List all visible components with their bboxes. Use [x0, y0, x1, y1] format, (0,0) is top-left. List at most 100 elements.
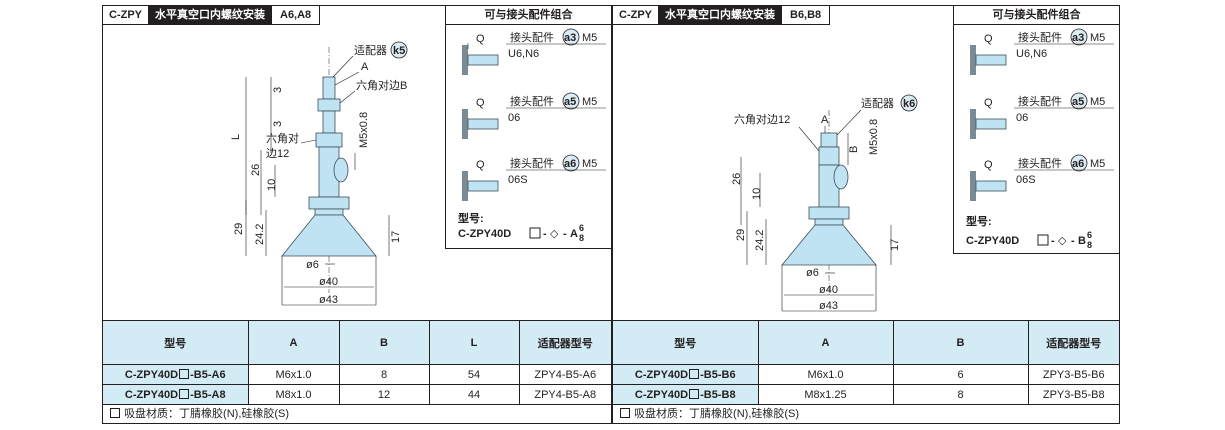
- hex12-line1: 六角对: [266, 131, 299, 145]
- b-cell: 6: [893, 364, 1029, 385]
- adapter-code: k5: [393, 45, 405, 57]
- dim-26: 26: [731, 173, 743, 185]
- model-cell: C-ZPY40D-B5-A8: [103, 384, 249, 405]
- hex-12: [315, 132, 343, 148]
- collar: [308, 196, 350, 210]
- combo-title: 可与接头配件组合: [954, 6, 1119, 25]
- mounting-type: 水平真空口内螺纹安装: [148, 6, 272, 24]
- l-cell: 44: [429, 384, 520, 405]
- model-dash-2: -: [1071, 235, 1075, 247]
- fitting-combination-box: 可与接头配件组合 Q 接头配件 a3 M5 U6,N6 Q 接头配件 a5 M: [953, 6, 1119, 254]
- drawing-svg: 适配器 k6 六角对边12 A B M5x0.8 26 10 29 24.2 1…: [731, 94, 918, 312]
- q-label: Q: [984, 33, 993, 45]
- diamond-icon: ◇: [550, 228, 559, 240]
- adapter-cell: ZPY3-B5-B6: [1028, 364, 1119, 385]
- fitting-code-badge: [1070, 92, 1088, 110]
- catalog-panel-a6-a8: C-ZPY 水平真空口内螺纹安装 A6,A8 适配器: [102, 5, 612, 424]
- adapter-cell: ZPY4-B5-A6: [519, 364, 611, 385]
- fitting-code-badge: [562, 28, 580, 46]
- adapter-leader: [332, 55, 354, 78]
- fitting-label: 接头配件: [1018, 95, 1062, 108]
- fitting-a6: Q 接头配件 a6 M5 06S: [462, 154, 606, 201]
- dim-d6: ø6: [306, 259, 319, 271]
- hex12-leader: [300, 139, 317, 144]
- fitting-thread: M5: [1090, 32, 1105, 44]
- dim-3b: 3: [272, 121, 284, 127]
- fitting-label: 接头配件: [510, 157, 554, 170]
- panel-title-bar: C-ZPY 水平真空口内螺纹安装 A6,A8: [103, 6, 321, 25]
- a-cell: M8x1.25: [758, 384, 894, 405]
- fitting-body: [462, 45, 468, 75]
- fitting-code-badge: [1070, 28, 1088, 46]
- table-row: C-ZPY40D-B5-A8 M8x1.0 12 44 ZPY4-B5-A8: [103, 384, 611, 405]
- fitting-code: a3: [1072, 32, 1084, 44]
- model-cell: C-ZPY40D-B5-B6: [613, 364, 759, 385]
- adapter-leader: [836, 109, 862, 136]
- label-hex-b: 六角对边B: [356, 78, 407, 92]
- fitting-size: 06: [1016, 112, 1028, 124]
- fitting-label: 接头配件: [510, 31, 554, 44]
- material-note: 吸盘材质：丁腈橡胶(N),硅橡胶(S): [613, 404, 1119, 424]
- fitting-a3: Q 接头配件 a3 M5 U6,N6: [462, 28, 606, 75]
- fitting-body: [462, 109, 468, 139]
- model-dash: -: [1051, 235, 1055, 247]
- label-a: A: [821, 114, 829, 126]
- thread-label: M5x0.8: [358, 112, 370, 148]
- dim-17: 17: [889, 239, 901, 251]
- b-cell: 12: [339, 384, 430, 405]
- adapter-label: 适配器: [354, 44, 387, 57]
- fitting-thread: M5: [582, 158, 597, 170]
- a-cell: M6x1.0: [248, 364, 340, 385]
- q-label: Q: [984, 159, 993, 171]
- collar-lip: [314, 208, 344, 216]
- spec-table-b: 型号 A B 适配器型号 C-ZPY40D-B5-B6 M6x1.0 6 ZPY…: [613, 320, 1119, 405]
- model-suffix: A: [570, 228, 578, 240]
- fitting-label: 接头配件: [510, 95, 554, 108]
- dim-10: 10: [751, 188, 763, 200]
- fitting-size: 06: [508, 112, 520, 124]
- fitting-thread: M5: [1090, 158, 1105, 170]
- fitting-size: U6,N6: [1016, 48, 1047, 60]
- b-cell: 8: [339, 364, 430, 385]
- dim-d40: ø40: [819, 284, 838, 296]
- table-header-row: 型号 A B 适配器型号: [613, 320, 1119, 365]
- technical-drawing-a: 适配器 k5 A 六角对边B M5x0.8 六角对 边12 L 3 3 26 1…: [103, 25, 443, 320]
- dim-29: 29: [233, 223, 245, 235]
- fitting-code-badge: [562, 92, 580, 110]
- col-model: 型号: [613, 320, 759, 365]
- fitting-a3: Q 接头配件 a3 M5 U6,N6: [970, 28, 1114, 75]
- hex12-line2: 边12: [266, 147, 289, 160]
- variant-codes: A6,A8: [272, 6, 320, 24]
- adapter-cell: ZPY3-B5-B8: [1028, 384, 1119, 405]
- q-label: Q: [984, 97, 993, 109]
- model-code: C-ZPY40D: [458, 228, 511, 240]
- model-sub: 8: [1087, 240, 1092, 250]
- fitting-nut: [467, 54, 499, 66]
- hex-b: [317, 98, 341, 112]
- col-b: B: [339, 320, 430, 365]
- label-b: B: [848, 146, 860, 153]
- mounting-type: 水平真空口内螺纹安装: [658, 6, 782, 24]
- fitting-size: 06S: [508, 174, 528, 186]
- model-suffix: B: [1078, 235, 1086, 247]
- hex-12: [818, 146, 840, 166]
- material-box: [529, 227, 541, 239]
- hex12-leader: [798, 126, 820, 152]
- label-a: A: [361, 61, 369, 73]
- fitting-thread: M5: [1090, 96, 1105, 108]
- dim-d6: ø6: [806, 267, 819, 279]
- collar-lip: [814, 218, 844, 226]
- q-label: Q: [476, 97, 485, 109]
- adapter-code-badge: [390, 41, 408, 59]
- model-dash: -: [543, 228, 547, 240]
- model-sup: 6: [1087, 230, 1092, 240]
- leader-a: [334, 71, 360, 86]
- fitting-code: a3: [564, 32, 576, 44]
- dim-29: 29: [735, 229, 747, 241]
- dim-26: 26: [250, 164, 262, 176]
- combo-title: 可与接头配件组合: [446, 6, 611, 25]
- fitting-a5: Q 接头配件 a5 M5 06: [970, 92, 1114, 139]
- adapter-code: k6: [903, 98, 915, 110]
- fitting-nut: [975, 180, 1007, 192]
- adapter-label: 适配器: [861, 97, 894, 110]
